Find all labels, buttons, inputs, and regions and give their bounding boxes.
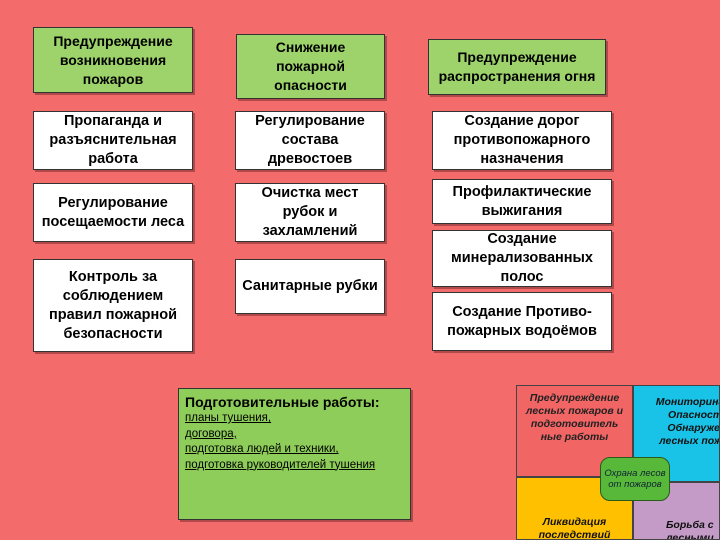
col3-fire-ponds: Создание Противо-пожарных водоёмов: [432, 292, 612, 351]
preparatory-works-title: Подготовительные работы:: [185, 394, 380, 410]
header-fire-spread-prevention: Предупреждение распространения огня: [428, 39, 606, 95]
mini-quadrant-monitoring-label: Мониторинг пож. Опасности и Обнаружение …: [655, 396, 720, 447]
col1-propaganda: Пропаганда и разъяснительная работа: [33, 111, 193, 170]
prep-item: договора,: [185, 427, 237, 440]
col2-stand-regulation: Регулирование состава древостоев: [235, 111, 385, 170]
header-fire-hazard-reduction: Снижение пожарной опасности: [236, 34, 385, 99]
mini-center-forest-protection: Охрана лесов от пожаров: [600, 457, 670, 501]
prep-item: подготовка людей и техники,: [185, 443, 339, 455]
col1-visit-regulation: Регулирование посещаемости леса: [33, 183, 193, 242]
mini-quadrant-aftermath-label: Ликвидация последствий: [538, 516, 611, 540]
col2-sanitary-felling: Санитарные рубки: [235, 259, 385, 314]
col3-controlled-burning: Профилактические выжигания: [432, 179, 612, 224]
mini-quadrant-prevention: Предупреждение лесных пожаров и подготов…: [516, 385, 633, 477]
col2-clearing-cleanup: Очистка мест рубок и захламлений: [235, 183, 385, 242]
mini-quadrant-firefighting-label: Борьба с лесными: [666, 519, 714, 540]
preparatory-works-box: Подготовительные работы: планы тушения, …: [178, 388, 411, 520]
col3-mineral-strips: Создание минерализованных полос: [432, 230, 612, 287]
col3-fire-roads: Создание дорог противопожарного назначен…: [432, 111, 612, 170]
prep-item: планы тушения,: [185, 412, 272, 424]
mini-quadrant-prevention-label: Предупреждение лесных пожаров и подготов…: [525, 392, 624, 443]
prep-item: подготовка руководителей тушения: [185, 458, 376, 471]
mini-center-label: Охрана лесов от пожаров: [604, 468, 666, 490]
header-fire-prevention: Предупреждение возникновения пожаров: [33, 27, 193, 93]
col1-safety-control: Контроль за соблюдением правил пожарной …: [33, 259, 193, 352]
